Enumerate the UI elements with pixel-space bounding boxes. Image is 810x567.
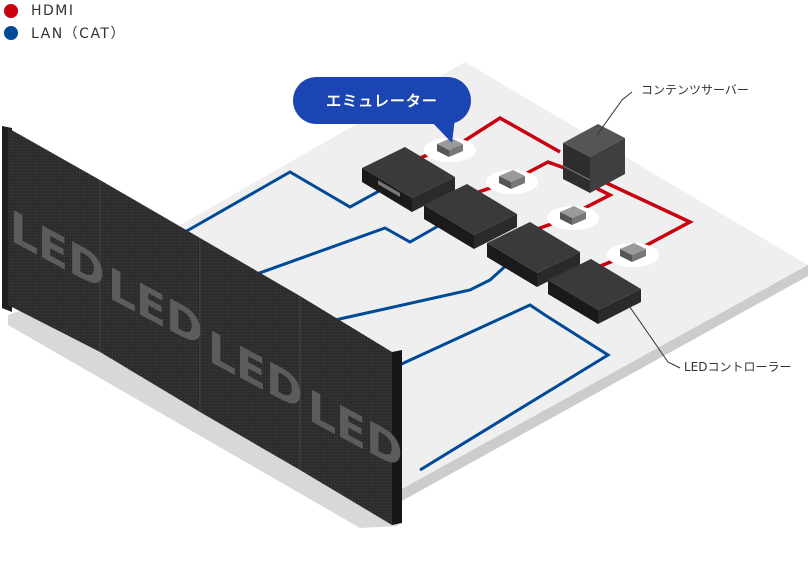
content-server: [562, 124, 625, 193]
emulator-device-2: [486, 170, 538, 194]
legend-label-lan: LAN（CAT）: [31, 26, 126, 42]
emulators: [424, 138, 659, 267]
emulator-device-1: [424, 138, 476, 162]
led-controller-3: [487, 222, 580, 287]
callout-pointer: [428, 118, 455, 143]
legend-label-hdmi: HDMI: [31, 3, 75, 19]
emulator-device-3: [547, 206, 599, 230]
lan-cables: [184, 170, 611, 472]
lan-color-dot: [4, 26, 18, 40]
legend-item-hdmi: HDMI: [4, 0, 126, 22]
led-controllers: [362, 147, 641, 324]
led-wall: LED LED LED LED: [2, 126, 403, 525]
led-controller-label: LEDコントローラー: [684, 360, 792, 374]
legend-item-lan: LAN（CAT）: [4, 22, 126, 44]
content-server-label: コンテンツサーバー: [641, 83, 749, 97]
controller-leader-line: [624, 299, 681, 369]
lan-cable-2: [239, 223, 441, 282]
led-controller-2: [424, 184, 517, 249]
led-panel-2: [100, 180, 200, 412]
server-leader-line: [596, 91, 633, 136]
lan-cable-1: [184, 170, 391, 234]
hdmi-cable-4: [599, 178, 694, 257]
led-controller-1: [362, 147, 455, 212]
led-panel-4: [300, 296, 392, 525]
legend: HDMI LAN（CAT）: [4, 0, 126, 44]
led-panel-3: [200, 238, 300, 470]
led-controller-4: [548, 259, 641, 324]
lan-cable-4: [344, 303, 611, 472]
lan-cable-3: [289, 260, 512, 332]
emulator-device-4: [607, 243, 659, 267]
floor-edge: [400, 265, 808, 502]
hdmi-cable-1: [449, 115, 561, 154]
hdmi-color-dot: [4, 4, 18, 18]
emulator-callout-label: エミュレーター: [326, 92, 438, 110]
led-panel-1: [8, 128, 100, 352]
emulator-callout: エミュレーター: [293, 77, 471, 124]
stage-base: [8, 310, 398, 528]
